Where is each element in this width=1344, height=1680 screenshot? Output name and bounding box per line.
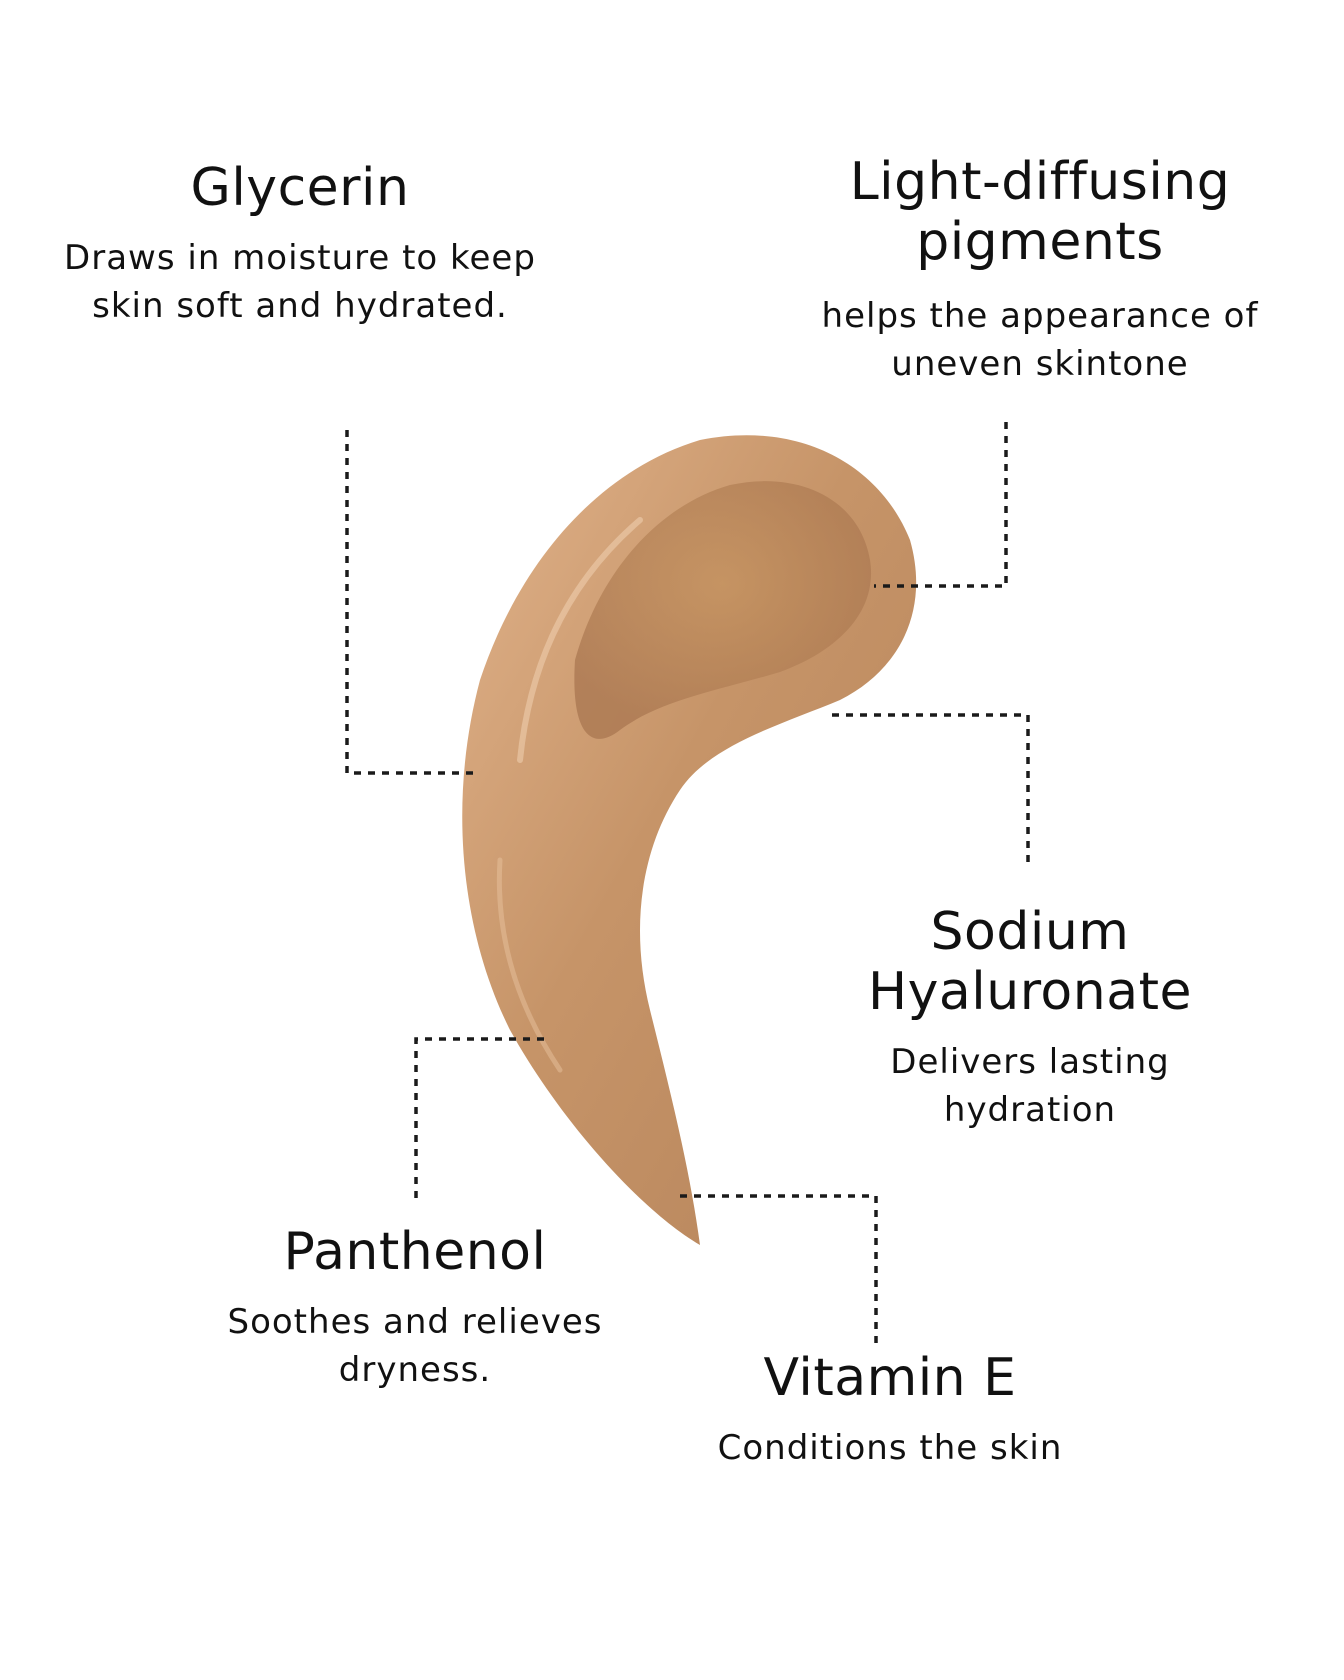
sodium-hyaluronate-title: Sodium Hyaluronate: [868, 902, 1192, 1022]
panthenol-description: Soothes and relieves dryness.: [227, 1302, 603, 1390]
sodium-hyaluronate-block: Sodium Hyaluronate Delivers lasting hydr…: [810, 902, 1250, 1134]
swatch-inner-shadow: [574, 481, 872, 739]
light-diffusing-pigments-block: Light-diffusing pigments helps the appea…: [790, 152, 1290, 388]
glycerin-block: Glycerin Draws in moisture to keep skin …: [60, 158, 540, 330]
pigments-leader-line: [874, 422, 1008, 588]
swatch-highlight: [517, 517, 643, 763]
vitamin-e-title: Vitamin E: [763, 1348, 1017, 1408]
glycerin-leader-line: [345, 430, 478, 775]
glycerin-title: Glycerin: [190, 158, 410, 218]
swatch-edge-highlight: [496, 857, 563, 1073]
sodium-leader-line: [832, 713, 1030, 866]
panthenol-block: Panthenol Soothes and relieves dryness.: [180, 1222, 650, 1394]
vitamin-e-description: Conditions the skin: [717, 1428, 1063, 1468]
sodium-hyaluronate-description: Delivers lasting hydration: [890, 1042, 1170, 1130]
panthenol-leader-line: [414, 1037, 544, 1200]
vitamin-e-block: Vitamin E Conditions the skin: [630, 1348, 1150, 1472]
light-diffusing-pigments-description: helps the appearance of uneven skintone: [821, 296, 1259, 384]
vitamin-leader-line: [680, 1194, 878, 1346]
panthenol-title: Panthenol: [283, 1222, 547, 1282]
light-diffusing-pigments-title: Light-diffusing pigments: [849, 152, 1231, 272]
glycerin-description: Draws in moisture to keep skin soft and …: [64, 238, 536, 326]
